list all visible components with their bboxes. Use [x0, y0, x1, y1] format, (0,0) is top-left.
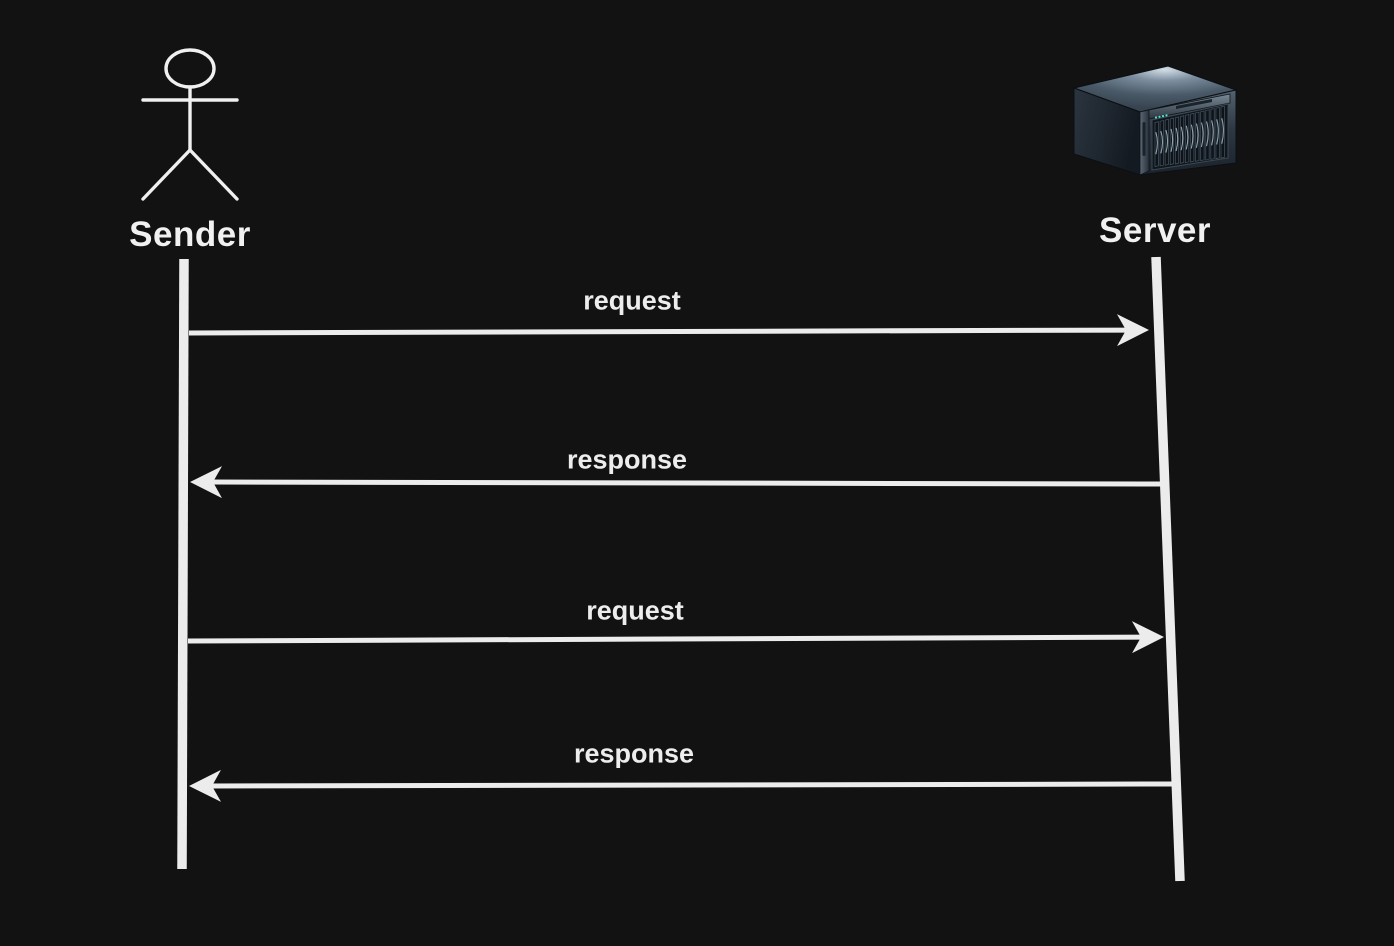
lifeline-sender	[177, 258, 189, 870]
person-icon	[141, 48, 239, 201]
message-label: response	[566, 444, 688, 475]
arrowhead-right	[1131, 621, 1164, 654]
message-label: request	[586, 595, 684, 626]
message-arrow-0	[188, 327, 1130, 336]
arrowhead-right	[1116, 314, 1149, 347]
actor-label-sender: Sender	[129, 215, 251, 254]
message-arrow-2	[187, 634, 1145, 644]
drive-bay	[1154, 105, 1225, 168]
led-lights	[1154, 114, 1168, 119]
lifeline-server	[1151, 256, 1185, 882]
message-arrow-3	[208, 781, 1173, 789]
message-label: request	[583, 285, 681, 316]
server-rack-icon	[1072, 65, 1238, 176]
message-label: response	[573, 738, 695, 769]
arrowhead-left	[190, 466, 223, 499]
arrowhead-left	[189, 769, 222, 802]
actor-label-server: Server	[1099, 211, 1211, 250]
message-arrow-1	[209, 479, 1162, 487]
